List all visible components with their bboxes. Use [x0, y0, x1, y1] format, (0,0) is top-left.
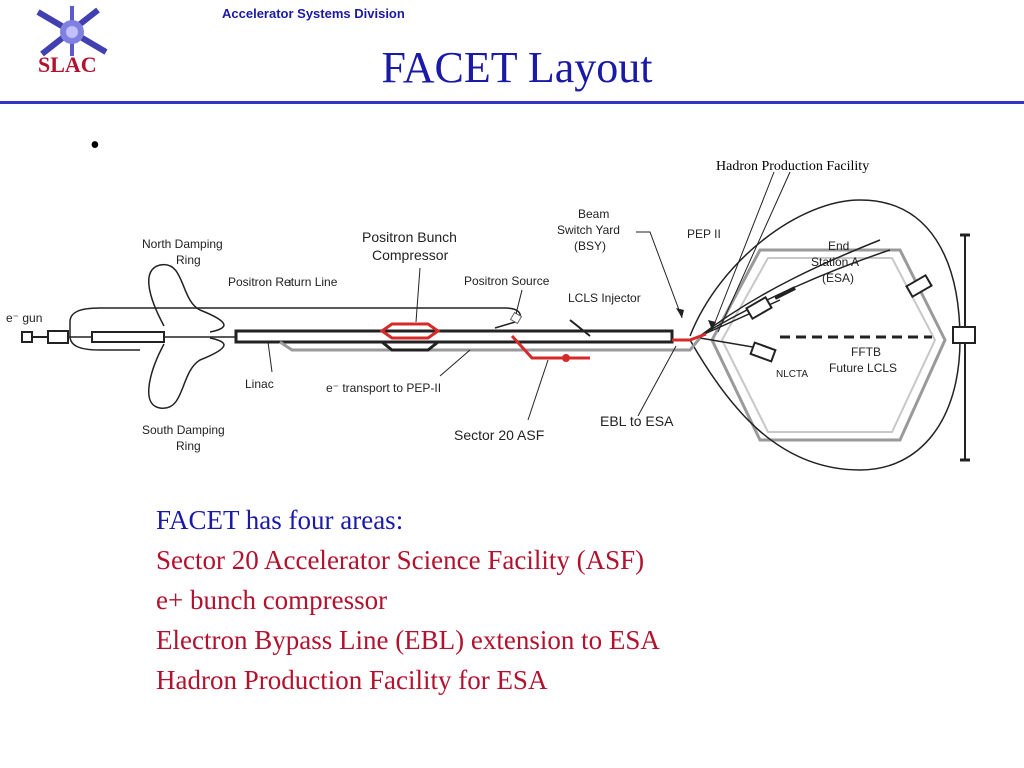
- bullet-marker: •: [90, 130, 100, 161]
- ebl-label: EBL to ESA: [600, 413, 674, 429]
- bsy-label-2: Switch Yard: [557, 223, 620, 237]
- leader-lines: [267, 171, 791, 421]
- header-rule: [0, 101, 1024, 104]
- north-ring-label-1: North Damping: [142, 237, 223, 251]
- transport-line: [279, 337, 702, 352]
- main-linac: [234, 329, 674, 344]
- south-ring-label-2: Ring: [176, 439, 201, 453]
- hadron-facility-label: Hadron Production Facility: [716, 159, 869, 174]
- page-title: FACET Layout: [381, 43, 653, 92]
- lcls-injector-label: LCLS Injector: [568, 291, 641, 305]
- esa-label-1: End: [828, 239, 849, 253]
- fftb-label-2: Future LCLS: [829, 361, 897, 375]
- pep-ii-label: PEP II: [687, 227, 721, 241]
- damping-rings: [147, 264, 225, 409]
- positron-source-marker: [509, 311, 523, 325]
- facet-layout-diagram: Hadron Production Facility North Damping…: [6, 159, 976, 471]
- positron-source-label: Positron Source: [464, 274, 550, 288]
- esa-magnet-2: [905, 273, 933, 299]
- area-item-4: Hadron Production Facility for ESA: [156, 665, 548, 695]
- facet-areas-list: FACET has four areas: Sector 20 Accelera…: [156, 500, 660, 700]
- slac-logo: SLAC: [36, 6, 108, 77]
- esa-label-3: (ESA): [822, 271, 854, 285]
- esa-label-2: Station A: [811, 255, 859, 269]
- area-item-2: e+ bunch compressor: [156, 585, 388, 615]
- logo-starburst-icon: [36, 6, 108, 57]
- positron-compressor-label-1: Positron Bunch: [362, 229, 457, 245]
- positron-compressor-label-2: Compressor: [372, 247, 449, 263]
- south-ring-label-1: South Damping: [142, 423, 225, 437]
- positron-compressor-black: [377, 340, 443, 352]
- transport-label: e⁻ transport to PEP-II: [326, 381, 441, 395]
- north-ring-label-2: Ring: [176, 253, 201, 267]
- linac-label: Linac: [245, 377, 274, 391]
- egun-box: [21, 331, 33, 343]
- logo-text: SLAC: [38, 52, 97, 77]
- division-label: Accelerator Systems Division: [222, 6, 405, 21]
- bsy-label-3: (BSY): [574, 239, 606, 253]
- bsy-label-1: Beam: [578, 207, 609, 221]
- e-gun-label: e⁻ gun: [6, 311, 42, 325]
- area-item-1: Sector 20 Accelerator Science Facility (…: [156, 545, 645, 575]
- positron-compressor-red: [379, 322, 441, 340]
- nlcta-box: [749, 341, 777, 363]
- right-end-box: [952, 326, 976, 344]
- nlcta-label: NLCTA: [776, 369, 808, 380]
- bsy-fan-lines: [699, 239, 891, 351]
- positron-return-label: Positron Return Line: [228, 275, 338, 289]
- area-item-3: Electron Bypass Line (EBL) extension to …: [156, 625, 660, 655]
- fftb-label-1: FFTB: [851, 345, 881, 359]
- injector-linac-segment: [91, 331, 165, 343]
- esa-magnet-1: [745, 295, 773, 321]
- ebl-red-line: [672, 332, 707, 342]
- sector20-label: Sector 20 ASF: [454, 427, 544, 443]
- areas-heading: FACET has four areas:: [156, 505, 404, 535]
- lcls-injector-stub: [569, 319, 591, 337]
- outer-loop: [689, 199, 961, 471]
- sector20-chicane: [510, 334, 590, 360]
